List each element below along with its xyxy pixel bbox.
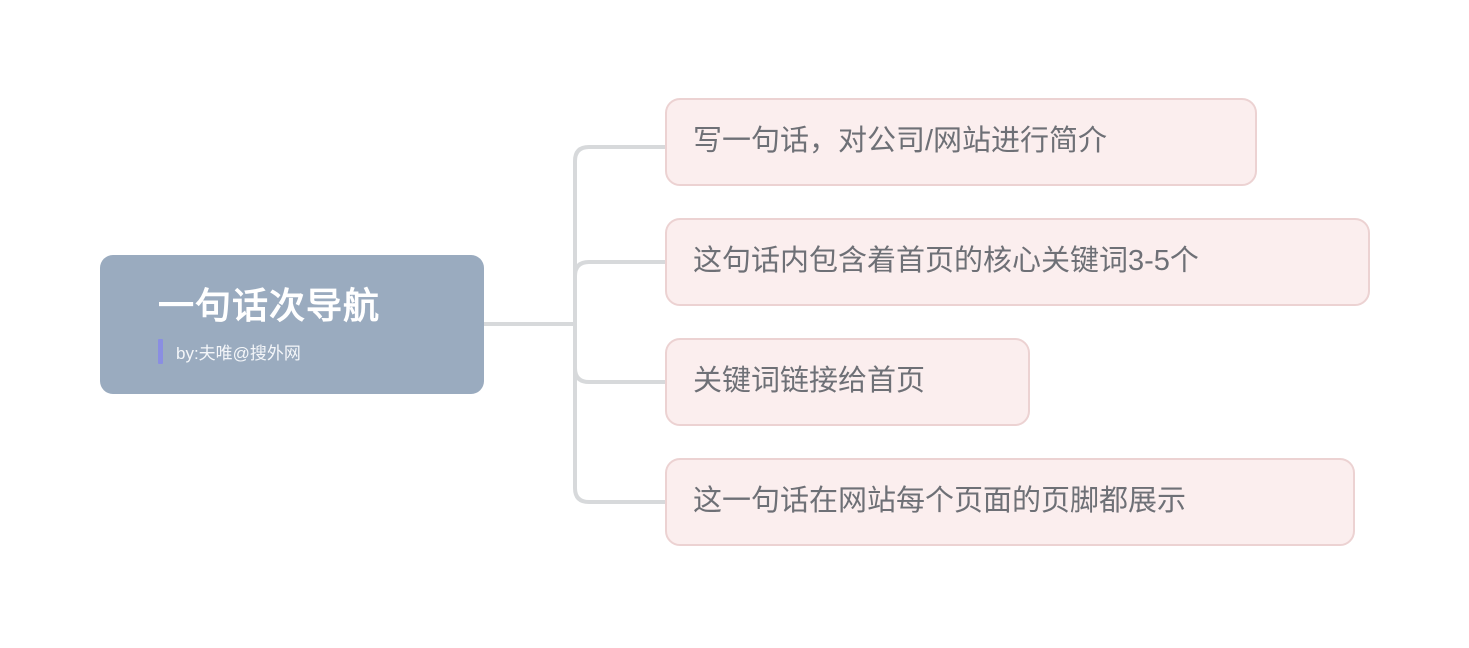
mindmap-node-label: 写一句话，对公司/网站进行简介 (693, 125, 1108, 158)
root-node-subtitle-row: by:夫唯@搜外网 (158, 339, 484, 365)
connector-branch-2 (573, 367, 665, 384)
root-node-subtitle: by:夫唯@搜外网 (176, 344, 301, 364)
mindmap-node[interactable]: 关键词链接给首页 (665, 338, 1030, 426)
mindmap-node-label: 这一句话在网站每个页面的页脚都展示 (693, 485, 1187, 518)
accent-bar-icon (158, 339, 163, 365)
mindmap-node[interactable]: 写一句话，对公司/网站进行简介 (665, 98, 1257, 186)
connector-branch-1 (573, 260, 665, 277)
mindmap-node-label: 关键词链接给首页 (693, 365, 926, 398)
mindmap-node[interactable]: 这句话内包含着首页的核心关键词3-5个 (665, 218, 1370, 306)
connector-branch-3 (573, 487, 665, 504)
connector-branch-0 (573, 145, 665, 162)
mindmap-node[interactable]: 这一句话在网站每个页面的页脚都展示 (665, 458, 1355, 546)
mindmap-node-label: 这句话内包含着首页的核心关键词3-5个 (693, 245, 1199, 278)
root-node-title: 一句话次导航 (158, 284, 381, 326)
root-node[interactable]: 一句话次导航 by:夫唯@搜外网 (100, 255, 484, 394)
